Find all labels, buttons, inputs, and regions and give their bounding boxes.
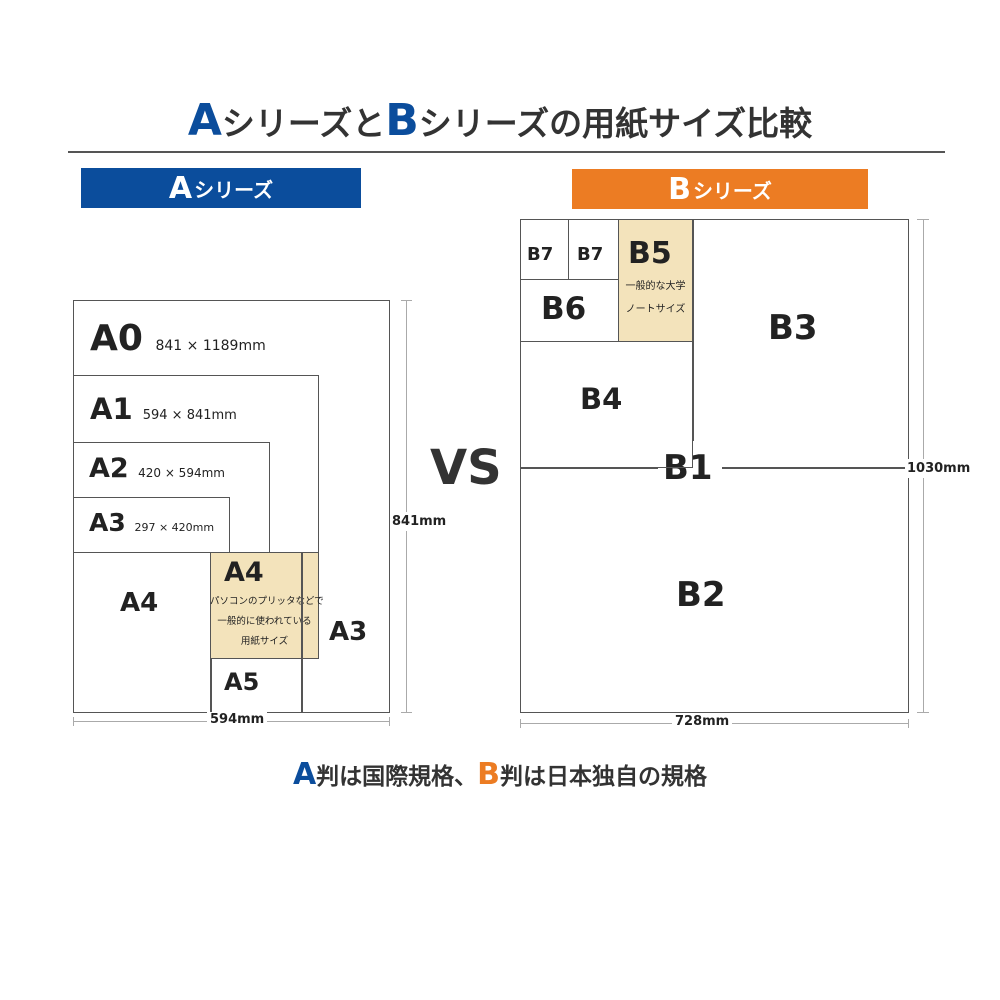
a4-note-line-1: パソコンのプリッタなどで xyxy=(210,596,324,607)
b-series-header-text: シリーズ xyxy=(692,178,772,203)
a-height-dim-cap-top xyxy=(401,300,412,301)
a4-note: パソコンのプリッタなどで 一般的に使われている 用紙サイズ xyxy=(210,592,324,652)
b-series-header-letter: B xyxy=(668,171,691,207)
a4-highlight-label: A4 xyxy=(224,557,264,588)
a1-size: 594 × 841mm xyxy=(142,408,237,423)
b6-label: B6 xyxy=(541,291,587,327)
b2-label: B2 xyxy=(676,575,726,615)
b5-highlight-box xyxy=(618,219,693,342)
a-series-header-text: シリーズ xyxy=(194,177,274,202)
a-width-label: 594mm xyxy=(207,712,268,727)
title-part1: シリーズと xyxy=(221,104,386,143)
a3-small-name: A3 xyxy=(89,508,126,537)
title-divider xyxy=(68,151,945,153)
a0-size: 841 × 1189mm xyxy=(155,338,266,354)
b-height-label: 1030mm xyxy=(905,459,973,478)
page-title: AシリーズとBシリーズの用紙サイズ比較 xyxy=(0,95,1000,146)
a3-right-label: A3 xyxy=(329,617,368,647)
a3-right-divider xyxy=(301,552,303,712)
a0-label: A0 841 × 1189mm xyxy=(90,318,266,359)
a5-label: A5 xyxy=(224,668,260,696)
a4-note-line-3: 用紙サイズ xyxy=(240,636,289,647)
b1-split-line-right xyxy=(722,467,909,469)
b4-box xyxy=(520,341,693,468)
title-a-letter: A xyxy=(187,95,222,146)
b1-label: B1 xyxy=(663,448,713,488)
b-width-dim-cap-right xyxy=(908,719,909,728)
a2-label: A2 420 × 594mm xyxy=(89,453,225,484)
b3-label: B3 xyxy=(768,308,818,348)
b4-label: B4 xyxy=(580,382,623,416)
footer-a-letter: A xyxy=(292,757,317,792)
a-height-dim-cap-bottom xyxy=(401,712,412,713)
a3-small-label: A3 297 × 420mm xyxy=(89,508,214,537)
a-height-label: 841mm xyxy=(390,512,449,531)
b5-note: 一般的な大学 ノートサイズ xyxy=(618,275,693,321)
a4-left-label: A4 xyxy=(120,588,159,618)
b5-note-line-1: 一般的な大学 xyxy=(625,281,686,292)
b7-label-2: B7 xyxy=(577,244,604,265)
a-height-dim-line xyxy=(406,300,407,713)
title-b-letter: B xyxy=(385,95,419,146)
b-width-label: 728mm xyxy=(672,714,733,729)
footer-b-letter: B xyxy=(477,757,501,792)
footer-part1: 判は国際規格、 xyxy=(316,764,478,790)
b-height-dim-cap-top xyxy=(917,219,929,220)
b5-note-line-2: ノートサイズ xyxy=(625,304,686,315)
a1-label: A1 594 × 841mm xyxy=(90,392,237,426)
title-part2: シリーズの用紙サイズ比較 xyxy=(418,104,813,143)
b-width-dim-cap-left xyxy=(520,719,521,728)
a-width-dim-cap-right xyxy=(389,717,390,726)
b-height-dim-cap-bottom xyxy=(917,712,929,713)
a4-note-line-2: 一般的に使われている xyxy=(217,616,312,627)
a-series-header-letter: A xyxy=(168,170,193,206)
a3-small-box xyxy=(73,497,230,553)
a0-name: A0 xyxy=(90,318,143,359)
a1-name: A1 xyxy=(90,392,133,426)
a4-highlight-box xyxy=(210,552,319,659)
a3-small-size: 297 × 420mm xyxy=(134,521,215,534)
a-width-dim-cap-left xyxy=(73,717,74,726)
b5-label: B5 xyxy=(628,236,672,271)
footer-part2: 判は日本独自の規格 xyxy=(500,764,708,790)
b7-label-1: B7 xyxy=(527,244,554,265)
a2-size: 420 × 594mm xyxy=(138,466,225,480)
footer-caption: A判は国際規格、B判は日本独自の規格 xyxy=(0,757,1000,792)
vs-label: VS xyxy=(430,440,502,496)
a2-name: A2 xyxy=(89,453,129,484)
